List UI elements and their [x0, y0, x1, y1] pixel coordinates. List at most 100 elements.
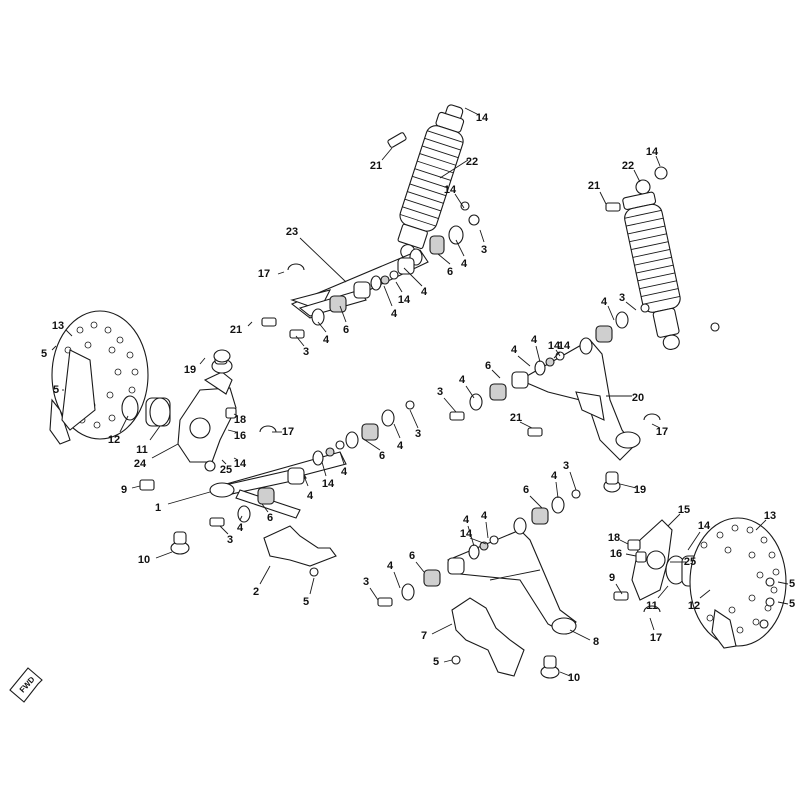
callout-leader-line: [454, 193, 465, 209]
callout-leader-line: [309, 577, 315, 595]
callout-4: 4: [455, 239, 468, 270]
skid-guard-right: [451, 597, 525, 677]
callout-number: 6: [267, 512, 273, 524]
callout-leader-line: [239, 515, 243, 521]
callout-leader-line: [655, 155, 661, 167]
callout-number: 17: [650, 632, 662, 644]
callout-number: 13: [764, 510, 776, 522]
callout-leader-line: [437, 253, 451, 265]
callout-leader-line: [651, 423, 661, 429]
callout-19: 19: [184, 357, 206, 376]
callout-number: 22: [466, 156, 478, 168]
callout-leader-line: [221, 459, 227, 465]
callout-leader-line: [485, 521, 489, 539]
callout-6: 6: [409, 550, 425, 573]
callout-leader-line: [555, 481, 559, 499]
callout-18: 18: [608, 532, 629, 545]
callout-number: 4: [387, 560, 394, 572]
callout-leader-line: [619, 539, 629, 545]
callout-5: 5: [777, 578, 795, 590]
callout-leader-line: [233, 457, 239, 461]
callout-leader-line: [667, 513, 681, 527]
callout-leader-line: [569, 471, 577, 491]
callout-4: 4: [459, 374, 475, 399]
callout-leader-line: [431, 623, 453, 635]
callout-22: 22: [439, 156, 478, 179]
callout-11: 11: [136, 425, 161, 456]
callout-leader-line: [167, 491, 211, 505]
callout-6: 6: [339, 305, 349, 336]
callout-leader-line: [227, 429, 237, 433]
callout-number: 25: [220, 464, 232, 476]
callout-22: 22: [622, 160, 641, 183]
callout-leader-line: [295, 335, 305, 347]
callout-7: 7: [421, 623, 453, 642]
callout-leader-line: [464, 107, 480, 116]
callout-leader-line: [439, 159, 469, 179]
callout-leader-line: [777, 581, 789, 585]
callout-number: 4: [421, 286, 428, 298]
callout-21: 21: [370, 147, 393, 172]
callout-number: 14: [234, 458, 247, 470]
callout-leader-line: [409, 409, 419, 429]
callout-25: 25: [670, 556, 696, 568]
callout-leader-line: [553, 351, 561, 359]
shock-absorber-upper: [387, 104, 470, 260]
callout-leader-line: [443, 659, 453, 663]
callout-number: 6: [485, 360, 491, 372]
callout-number: 14: [476, 112, 489, 124]
callout-4: 4: [317, 321, 330, 346]
callout-23: 23: [286, 226, 347, 283]
callout-4: 4: [463, 514, 475, 547]
callout-5: 5: [41, 345, 57, 360]
callout-4: 4: [303, 475, 314, 502]
callout-9: 9: [609, 572, 623, 595]
callout-leader-line: [393, 423, 401, 439]
callout-leader-line: [559, 671, 571, 677]
callout-leader-line: [321, 461, 327, 477]
callout-leader-line: [303, 475, 309, 487]
callout-number: 9: [121, 484, 127, 496]
callout-number: 21: [510, 412, 522, 424]
callout-leader-line: [467, 525, 475, 547]
callout-number: 12: [688, 600, 700, 612]
callout-20: 20: [606, 392, 644, 404]
callout-number: 4: [459, 374, 466, 386]
callout-16: 16: [610, 548, 637, 560]
brake-disc-right: [689, 517, 787, 649]
callout-number: 2: [253, 586, 259, 598]
callout-leader-line: [491, 369, 501, 379]
callout-6: 6: [485, 360, 501, 379]
callout-number: 3: [563, 460, 569, 472]
callout-leader-line: [369, 587, 379, 601]
callout-number: 6: [409, 550, 415, 562]
callout-number: 14: [548, 340, 561, 352]
callout-3: 3: [363, 576, 379, 601]
skid-guard-left: [263, 525, 337, 577]
callout-number: 14: [460, 528, 473, 540]
lower-a-arm-right: [447, 529, 577, 635]
callout-number: 9: [609, 572, 615, 584]
callout-leader-line: [51, 345, 57, 351]
callout-number: 6: [447, 266, 453, 278]
bushing-stack-lower-left: [209, 400, 415, 527]
callout-number: 14: [322, 478, 335, 490]
callout-number: 14: [558, 340, 571, 352]
callout-leader-line: [151, 443, 179, 459]
callout-25: 25: [220, 459, 232, 476]
callout-17: 17: [649, 617, 662, 644]
hub-bearing-left: [121, 395, 171, 427]
bushing-stack-lower-right: [377, 489, 581, 607]
callout-number: 4: [481, 510, 488, 522]
ball-joint-left: [170, 349, 231, 555]
callout-2: 2: [253, 565, 271, 598]
callout-17: 17: [651, 423, 668, 438]
callout-number: 19: [184, 364, 196, 376]
callout-number: 3: [227, 534, 233, 546]
callout-number: 5: [433, 656, 439, 668]
callout-number: 24: [134, 458, 147, 470]
callout-14: 14: [464, 107, 489, 124]
callout-number: 14: [398, 294, 411, 306]
callout-leader-line: [233, 413, 239, 417]
